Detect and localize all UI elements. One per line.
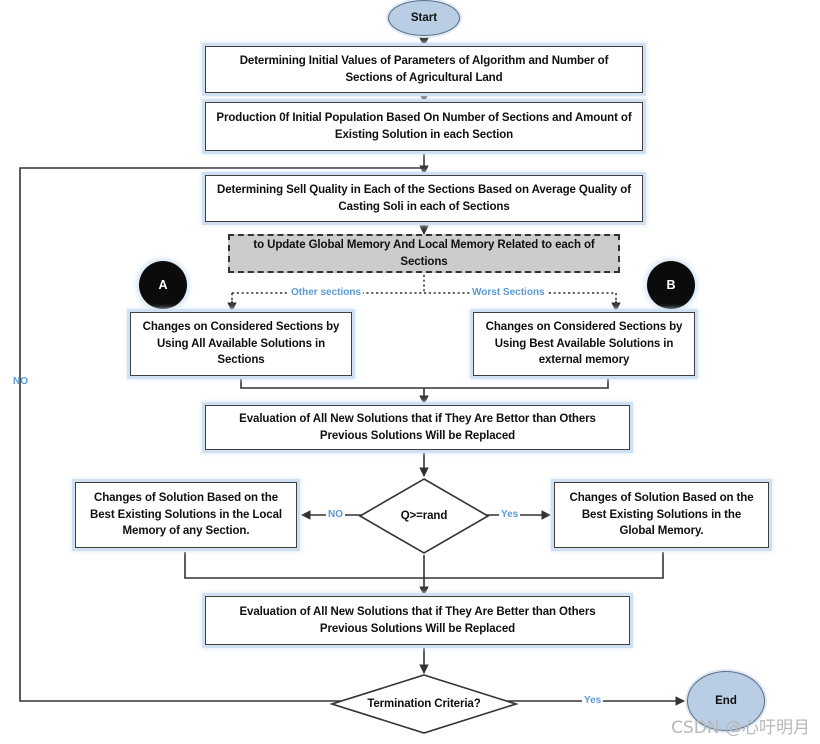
node-local-memory-label: Changes of Solution Based on the Best Ex… [90, 491, 282, 538]
node-worst-sections[interactable]: Changes on Considered Sections by Using … [473, 312, 695, 376]
edge-label-loop-no: NO [13, 376, 28, 387]
node-evaluation-two[interactable]: Evaluation of All New Solutions that if … [205, 596, 630, 645]
node-termination[interactable]: Termination Criteria? [330, 673, 518, 735]
connector-circle-b[interactable]: B [647, 261, 695, 309]
node-evaluation-one-label: Evaluation of All New Solutions that if … [239, 412, 596, 442]
node-initial-population[interactable]: Production 0f Initial Population Based O… [205, 102, 643, 151]
edge-label-q-yes: Yes [499, 509, 521, 520]
edge-label-other-sections: Other sections [289, 287, 364, 298]
node-initial-population-label: Production 0f Initial Population Based O… [216, 111, 632, 141]
connector-circle-a-label: A [158, 278, 168, 292]
node-q-decision[interactable]: Q>=rand [358, 477, 490, 555]
node-evaluation-two-label: Evaluation of All New Solutions that if … [239, 605, 596, 635]
node-init-params-label: Determining Initial Values of Parameters… [239, 54, 609, 84]
node-q-decision-label: Q>=rand [400, 510, 448, 522]
node-worst-sections-label: Changes on Considered Sections by Using … [485, 320, 683, 367]
node-start-label: Start [410, 12, 438, 24]
edge-label-termination-yes: Yes [582, 695, 604, 706]
edge-label-worst-sections: Worst Sections [470, 287, 547, 298]
node-sell-quality-label: Determining Sell Quality in Each of the … [217, 183, 631, 213]
node-other-sections[interactable]: Changes on Considered Sections by Using … [130, 312, 352, 376]
node-update-memory-label: to Update Global Memory And Local Memory… [253, 238, 595, 268]
node-evaluation-one[interactable]: Evaluation of All New Solutions that if … [205, 405, 630, 450]
csdn-watermark: CSDN @心吁明月 [671, 718, 810, 738]
node-other-sections-label: Changes on Considered Sections by Using … [142, 320, 340, 367]
connector-circle-b-label: B [666, 278, 676, 292]
node-update-memory[interactable]: to Update Global Memory And Local Memory… [228, 234, 620, 273]
node-end-label: End [715, 695, 737, 707]
node-end[interactable]: End [687, 671, 765, 731]
edge-label-q-no: NO [326, 509, 345, 520]
connector-circle-a[interactable]: A [139, 261, 187, 309]
node-local-memory[interactable]: Changes of Solution Based on the Best Ex… [75, 482, 297, 548]
node-init-params[interactable]: Determining Initial Values of Parameters… [205, 46, 643, 93]
node-global-memory-label: Changes of Solution Based on the Best Ex… [569, 491, 754, 538]
node-sell-quality[interactable]: Determining Sell Quality in Each of the … [205, 175, 643, 222]
node-start[interactable]: Start [388, 0, 460, 36]
node-global-memory[interactable]: Changes of Solution Based on the Best Ex… [554, 482, 769, 548]
node-termination-label: Termination Criteria? [367, 698, 481, 710]
